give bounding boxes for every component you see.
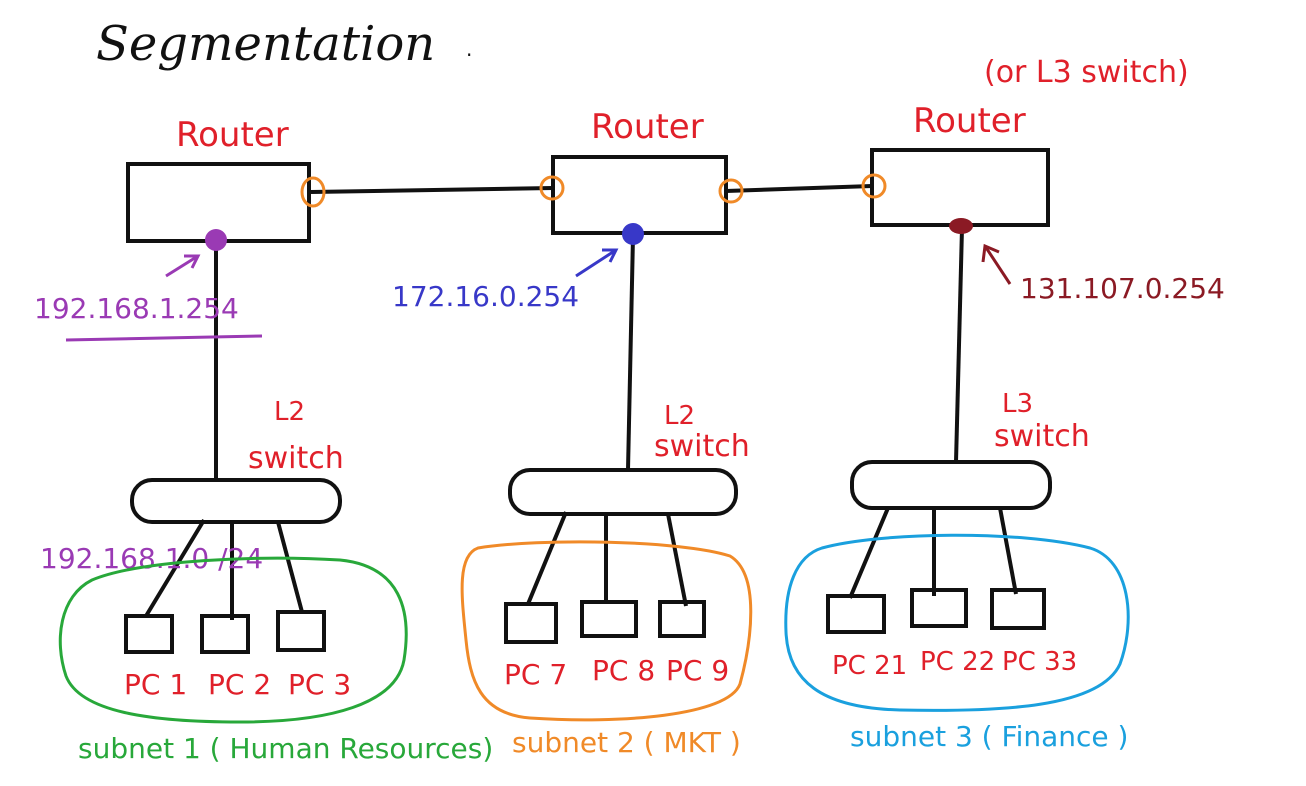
subnet-3-outline	[784, 533, 1130, 712]
gateway-dot-2	[622, 223, 644, 245]
port-r1-right	[300, 176, 326, 208]
pc-3	[276, 610, 326, 652]
switch-3-links	[848, 507, 1018, 599]
pc-label: PC 33	[1002, 647, 1077, 677]
subnet-1-outline	[58, 556, 408, 724]
router-2-label: Router	[591, 107, 704, 147]
switch-3-word: switch	[994, 419, 1090, 454]
switch-2-type: L2	[664, 401, 695, 431]
router-3-label: Router	[913, 101, 1026, 141]
link-router2-switch2	[626, 235, 635, 471]
pc-label: PC 1	[124, 668, 187, 701]
link-router1-router2	[310, 186, 554, 194]
pc-label: PC 2	[208, 668, 271, 701]
pc-22	[910, 588, 968, 628]
switch-1-links	[144, 518, 304, 620]
link-router2-router3	[725, 184, 873, 193]
pc-7	[504, 602, 558, 644]
switch-2-word: switch	[654, 429, 750, 464]
link-router3-switch3	[954, 227, 964, 463]
switch-2-links	[526, 511, 688, 607]
pc-label: PC 9	[666, 654, 729, 687]
switch-1-word: switch	[248, 441, 344, 476]
arrow-ip-3	[981, 243, 1012, 285]
pc-9	[658, 600, 706, 638]
pc-33	[990, 588, 1046, 630]
switch-1	[130, 478, 342, 524]
pc-label: PC 8	[592, 654, 655, 687]
title-dot: .	[466, 37, 472, 61]
gateway-dot-3	[949, 218, 973, 234]
switch-3-type: L3	[1002, 389, 1033, 419]
switch-2	[508, 468, 738, 516]
pc-8	[580, 600, 638, 638]
pc-label: PC 3	[288, 668, 351, 701]
pc-label: PC 21	[832, 651, 907, 681]
subnet-3-label: subnet 3 ( Finance )	[850, 720, 1128, 753]
pc-1	[124, 614, 174, 654]
router-2	[551, 155, 728, 235]
port-r2-left	[539, 175, 565, 201]
diagram-title: Segmentation	[96, 16, 435, 72]
subnet-2-outline	[460, 540, 753, 722]
switch-3	[850, 460, 1052, 510]
router-1-label: Router	[176, 115, 289, 155]
pc-2	[200, 614, 250, 654]
pc-label: PC 22	[920, 647, 995, 677]
arrow-ip-2	[575, 248, 619, 278]
subnet-1-label: subnet 1 ( Human Resources)	[78, 732, 493, 765]
router-3	[870, 148, 1050, 227]
router-2-ip: 172.16.0.254	[392, 280, 579, 313]
router-1-ip: 192.168.1.254	[34, 292, 239, 325]
subnet-2-label: subnet 2 ( MKT )	[512, 726, 741, 759]
arrow-ip-1	[165, 254, 201, 278]
port-r3-left	[861, 173, 887, 199]
pc-label: PC 7	[504, 658, 567, 691]
pc-21	[826, 594, 886, 634]
ip-1-underline	[65, 334, 263, 342]
port-r2-right	[718, 178, 744, 204]
switch-1-type: L2	[274, 397, 305, 427]
router-3-ip: 131.107.0.254	[1020, 272, 1225, 305]
l3-note: (or L3 switch)	[984, 55, 1189, 90]
gateway-dot-1	[205, 229, 227, 251]
